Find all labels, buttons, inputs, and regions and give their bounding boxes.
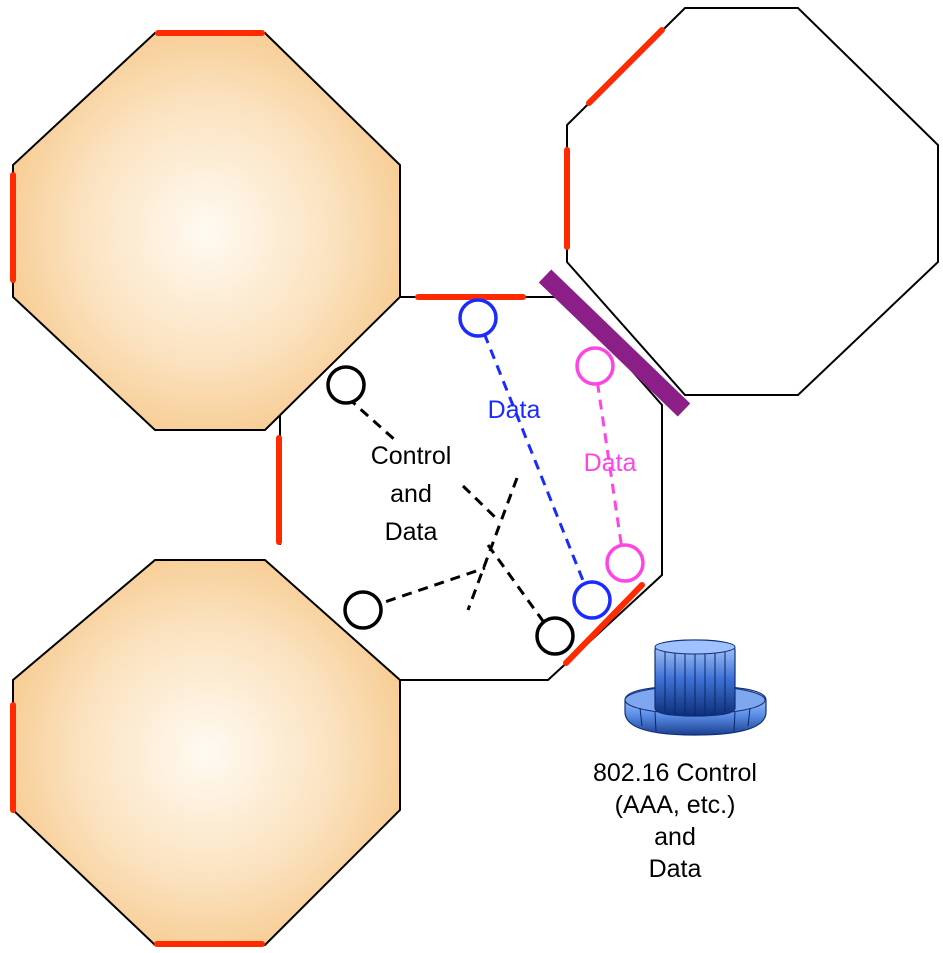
server-label-line: Data bbox=[648, 855, 702, 883]
black-node bbox=[326, 365, 366, 405]
black-links bbox=[347, 396, 550, 629]
black-node bbox=[343, 590, 383, 630]
purple-bar bbox=[538, 269, 691, 417]
label-data: Data bbox=[385, 518, 438, 546]
label-and: and bbox=[390, 480, 432, 508]
server-label-line: (AAA, etc.) bbox=[614, 791, 736, 819]
black-link bbox=[369, 566, 486, 609]
edge-markers bbox=[10, 27, 665, 947]
black-link bbox=[486, 544, 550, 629]
blue-data-link bbox=[476, 317, 592, 599]
server-label-line: 802.16 Control bbox=[592, 759, 757, 787]
label-data-blue: Data bbox=[488, 396, 541, 424]
black-link bbox=[461, 484, 500, 522]
server-label: 802.16 Control (AAA, etc.) and Data bbox=[560, 757, 790, 885]
cell-center bbox=[400, 296, 663, 681]
black-node bbox=[535, 616, 575, 656]
server-rack-icon bbox=[624, 639, 767, 736]
black-link bbox=[466, 477, 519, 611]
label-control: Control bbox=[371, 442, 452, 470]
magenta-node bbox=[575, 346, 615, 386]
blue-node bbox=[458, 298, 498, 338]
edge-marker bbox=[563, 582, 645, 666]
blue-node bbox=[572, 580, 612, 620]
edge-marker bbox=[586, 27, 665, 106]
cell-bottom-left bbox=[12, 559, 401, 946]
server-label-line: and bbox=[654, 823, 696, 851]
label-data-magenta: Data bbox=[584, 449, 637, 477]
magenta-node bbox=[605, 543, 645, 583]
black-link bbox=[347, 396, 396, 442]
